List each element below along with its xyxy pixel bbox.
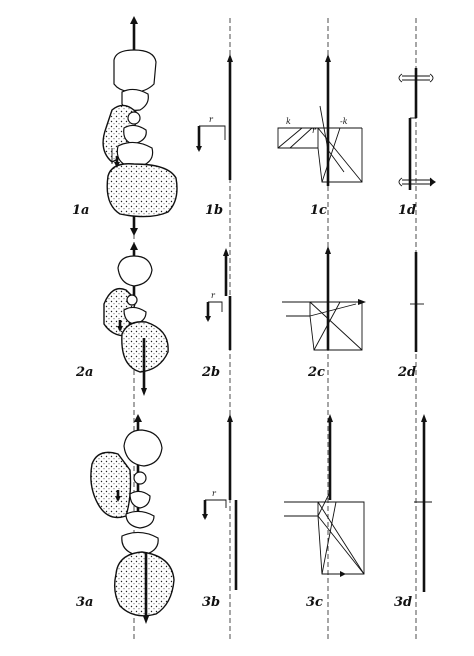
- label-1a: 1a: [72, 203, 89, 218]
- mark-r-2b: r: [211, 291, 216, 300]
- force-diagram-2b: r: [205, 248, 232, 350]
- label-2c: 2c: [307, 365, 325, 380]
- insect-figure-1a: [102, 16, 178, 236]
- force-diagram-3d: [414, 414, 432, 592]
- force-diagram-2d: [410, 252, 424, 352]
- mark-r-3b: r: [212, 489, 217, 498]
- mark-r-1b: r: [209, 115, 214, 124]
- label-2d: 2d: [397, 365, 416, 380]
- label-2b: 2b: [201, 365, 220, 380]
- label-1b: 1b: [205, 203, 223, 218]
- force-diagram-1d: [398, 68, 436, 190]
- label-3d: 3d: [394, 595, 412, 610]
- force-diagram-3b: r: [202, 414, 238, 590]
- mark-r-1c: r: [312, 126, 317, 135]
- force-diagram-2c: [282, 246, 366, 351]
- insect-figure-3a: [90, 414, 175, 624]
- insect-figure-2a: [103, 242, 169, 396]
- label-3c: 3c: [306, 595, 323, 610]
- force-diagram-1c: k r -k: [277, 54, 363, 186]
- mark-k-1c: k: [286, 117, 291, 126]
- mark-minus-k-1c: -k: [340, 117, 348, 126]
- label-3b: 3b: [202, 595, 220, 610]
- label-1c: 1c: [310, 203, 327, 218]
- label-1d: 1d: [398, 203, 416, 218]
- force-diagram-3c: [284, 414, 365, 577]
- label-2a: 2a: [75, 365, 93, 380]
- force-diagram-1b: r: [196, 54, 233, 180]
- label-3a: 3a: [76, 595, 93, 610]
